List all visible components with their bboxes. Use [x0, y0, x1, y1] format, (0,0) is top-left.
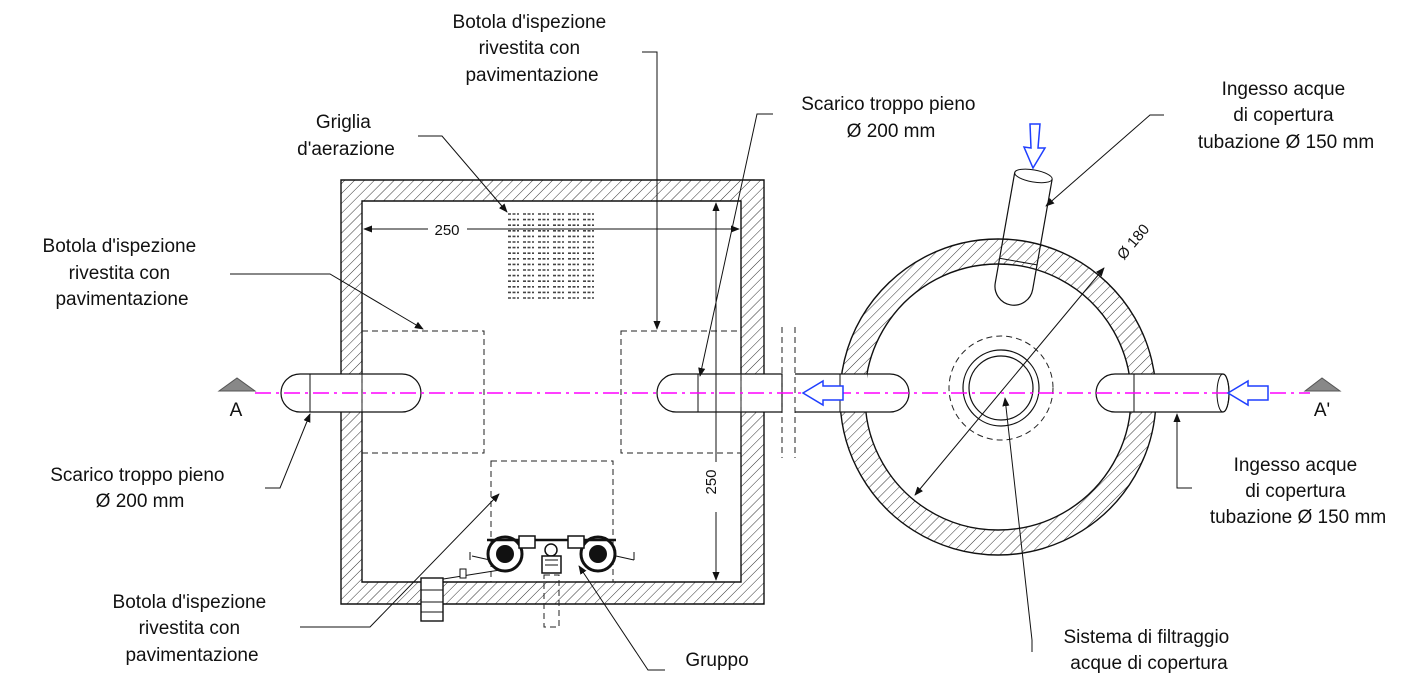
hatch-left: [361, 330, 485, 454]
leader-lines: [230, 51, 1192, 671]
dimension-height-label: 250: [703, 469, 720, 494]
label-ingesso-top: Ingesso acque di copertura tubazione Ø 1…: [1198, 79, 1374, 153]
dimension-width: 250: [363, 222, 740, 239]
label-botola-bottom: Botola d'ispezione rivestita con pavimen…: [113, 592, 272, 666]
label-ingesso-right: Ingesso acque di copertura tubazione Ø 1…: [1210, 455, 1386, 528]
hatch-bottom: [490, 460, 614, 583]
dimension-diameter-label: Ø 180: [1114, 221, 1153, 263]
section-mark-right-label: A': [1314, 400, 1330, 421]
flow-arrow-right-icon: [1226, 379, 1269, 407]
label-botola-left: Botola d'ispezione rivestita con pavimen…: [43, 236, 202, 310]
label-scarico-left: Scarico troppo pieno Ø 200 mm: [50, 465, 230, 512]
hatch-right: [620, 330, 742, 454]
filter-system: [948, 335, 1054, 441]
label-griglia: Griglia d'aerazione: [297, 112, 395, 160]
section-mark-left-label: A: [230, 400, 243, 421]
flow-arrow-top-icon: [1022, 123, 1047, 170]
section-mark-right: A': [1303, 377, 1342, 421]
dimension-height: 250: [703, 202, 720, 581]
section-mark-left: A: [217, 377, 257, 421]
dimension-width-label: 250: [434, 222, 459, 239]
label-sistema: Sistema di filtraggio acque di copertura: [1063, 627, 1234, 674]
circular-tank: [837, 238, 1161, 556]
label-scarico-top: Scarico troppo pieno Ø 200 mm: [801, 94, 981, 142]
pump-group: [420, 535, 635, 628]
label-botola-top: Botola d'ispezione rivestita con pavimen…: [453, 12, 612, 86]
aeration-grid: [508, 213, 594, 299]
flow-arrow-icon: [801, 379, 844, 407]
label-gruppo: Gruppo: [685, 650, 748, 671]
inlet-pipe-top: [994, 168, 1053, 306]
